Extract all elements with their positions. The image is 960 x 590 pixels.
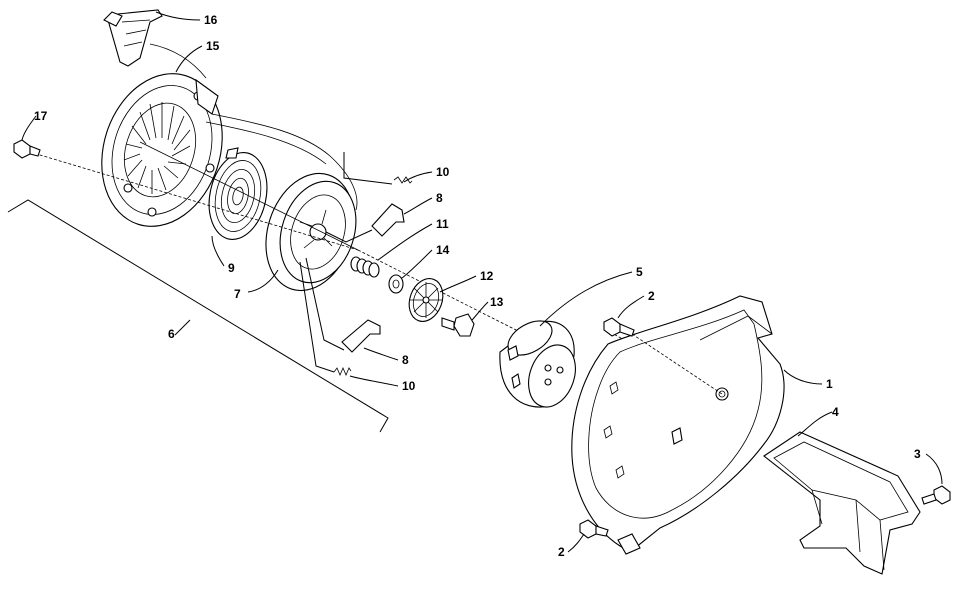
callout-1: 1 xyxy=(826,377,833,391)
bolt-upper xyxy=(603,317,723,395)
callout-13: 13 xyxy=(490,295,504,309)
callout-10-upper: 10 xyxy=(436,165,450,179)
starter-pulley xyxy=(265,172,357,292)
bolt-housing xyxy=(13,139,41,159)
callout-6: 6 xyxy=(168,327,175,341)
callout-15: 15 xyxy=(206,39,220,53)
recoil-spring xyxy=(208,147,268,240)
callout-2-lower: 2 xyxy=(558,545,565,559)
starter-handle xyxy=(103,9,207,79)
callout-4: 4 xyxy=(832,405,839,419)
ratchet-pawl-lower xyxy=(341,319,381,353)
center-screw xyxy=(441,313,475,337)
callout-10-lower: 10 xyxy=(402,379,416,393)
assembly-bracket xyxy=(7,199,389,433)
callout-11: 11 xyxy=(436,217,449,231)
callout-16: 16 xyxy=(204,13,218,27)
callouts: 16 15 17 10 8 11 14 12 13 9 7 6 8 10 5 2… xyxy=(34,13,921,559)
starter-cup xyxy=(499,320,576,408)
callout-3: 3 xyxy=(914,447,921,461)
callout-17: 17 xyxy=(34,109,48,123)
washer xyxy=(388,274,404,294)
axis-line xyxy=(29,141,359,251)
callout-12: 12 xyxy=(480,269,494,283)
callout-7: 7 xyxy=(234,287,241,301)
pawl-spring-upper xyxy=(343,152,413,185)
friction-plate xyxy=(408,278,444,322)
coil-spring xyxy=(350,256,380,278)
callout-14: 14 xyxy=(436,243,450,257)
leader-lines xyxy=(21,11,943,553)
air-duct xyxy=(763,431,921,575)
callout-8-upper: 8 xyxy=(436,191,443,205)
callout-9: 9 xyxy=(228,261,235,275)
callout-2-upper: 2 xyxy=(648,289,655,303)
ratchet-pawl-upper xyxy=(371,203,405,237)
bolt-lower xyxy=(579,519,609,539)
pawl-spring-lower xyxy=(333,366,352,377)
fan-housing xyxy=(571,295,785,555)
recoil-housing xyxy=(101,73,358,227)
bolt-duct xyxy=(921,485,951,505)
callout-5: 5 xyxy=(636,265,643,279)
callout-8-lower: 8 xyxy=(402,353,409,367)
